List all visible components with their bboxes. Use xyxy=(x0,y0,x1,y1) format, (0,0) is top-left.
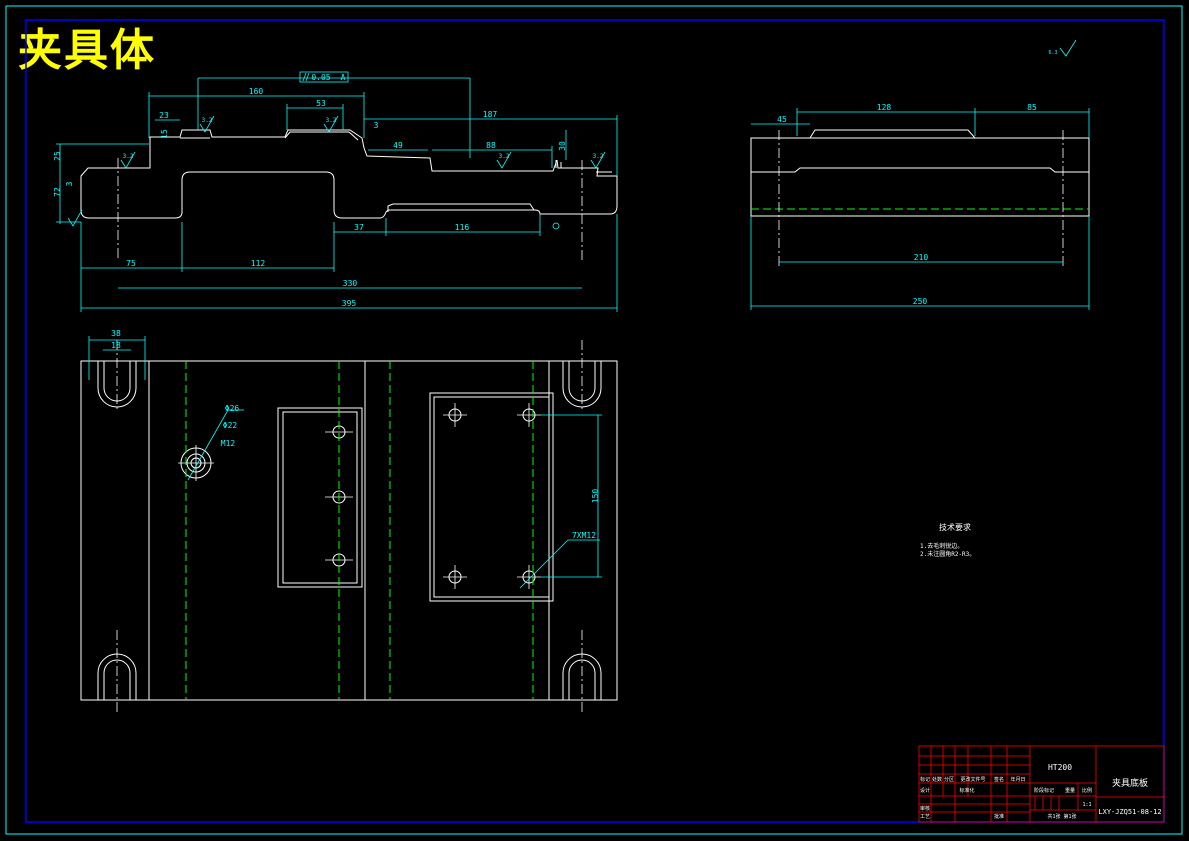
roughness-symbols xyxy=(67,115,606,227)
tb-stage-label-1: 阶段标记 xyxy=(1034,787,1054,794)
dim-85: 85 xyxy=(1027,103,1037,112)
dim-45: 45 xyxy=(777,115,787,124)
tb-left-label-3: 工艺 xyxy=(920,814,930,820)
label-holes: 7XM12 xyxy=(572,531,596,540)
dim-250: 250 xyxy=(913,297,928,306)
side-dim-text: 45 128 85 210 250 xyxy=(777,103,1037,306)
roughness-label-5: 3.2 xyxy=(593,153,604,160)
right-pocket xyxy=(429,392,554,602)
tb-row-label-2: 处数 xyxy=(932,776,942,783)
dim-3b: 3 xyxy=(65,181,74,186)
plan-dimensions xyxy=(88,336,602,589)
tolerance-value: 0.05 xyxy=(311,73,330,82)
side-dimensions xyxy=(750,108,1090,310)
tb-left-label-4: 批准 xyxy=(994,813,1004,820)
side-view-centers xyxy=(778,130,1064,268)
general-roughness xyxy=(1059,39,1077,57)
label-m12: M12 xyxy=(221,439,236,448)
title-block xyxy=(918,745,1165,823)
tb-std: 标准化 xyxy=(959,787,974,794)
outer-border xyxy=(5,5,1183,835)
tb-row-label-6: 年月日 xyxy=(1010,776,1025,783)
tb-material: HT200 xyxy=(1048,763,1072,772)
label-phi22: Φ22 xyxy=(223,421,238,430)
roughness-label-4: 3.2 xyxy=(499,153,510,160)
dim-210: 210 xyxy=(914,253,929,262)
tb-row-label-5: 签名 xyxy=(994,776,1004,783)
roughness-label-1: 3.2 xyxy=(202,117,213,124)
dim-37: 37 xyxy=(354,223,364,232)
front-dimensions xyxy=(56,71,618,312)
general-roughness-value: 6.3 xyxy=(1048,50,1057,56)
front-groove xyxy=(387,203,535,212)
tb-row-label-1: 标记 xyxy=(920,776,930,783)
roughness-label-2: 3.2 xyxy=(326,117,337,124)
notes-heading: 技术要求 xyxy=(939,522,971,532)
front-view xyxy=(80,129,618,219)
dim-49: 49 xyxy=(393,141,403,150)
dim-150: 150 xyxy=(591,489,600,504)
dim-23: 23 xyxy=(159,111,169,120)
dim-38: 38 xyxy=(111,329,121,338)
plan-crosshairs xyxy=(116,340,583,712)
front-slot-left xyxy=(180,131,359,141)
front-view-outline xyxy=(80,129,618,219)
plan-dim-text: 38 18 150 Φ26 Φ22 M12 7XM12 xyxy=(111,329,600,540)
dim-187: 187 xyxy=(483,110,498,119)
dim-3a: 3 xyxy=(374,121,379,130)
dim-128: 128 xyxy=(877,103,892,112)
front-dim-text: 160 53 187 23 15 3 49 88 30 3 72 25 37 1… xyxy=(53,73,604,308)
plan-view xyxy=(80,360,618,701)
tb-row-label-3: 分区 xyxy=(944,776,954,783)
title-block-text: HT200 夹具底板 LXY-JZQ51-08-12 1:1 标记 处数 分区 … xyxy=(920,763,1162,820)
drawing-title: 夹具体 xyxy=(18,25,156,76)
left-pocket xyxy=(277,407,363,588)
front-step-right xyxy=(555,160,612,173)
dim-160: 160 xyxy=(249,87,264,96)
tb-row-label-4: 更改文件号 xyxy=(960,776,985,783)
tolerance-ref: A xyxy=(341,73,346,82)
dim-116: 116 xyxy=(455,223,470,232)
tolerance-symbol xyxy=(302,72,560,230)
dim-72: 72 xyxy=(53,187,62,197)
dim-53: 53 xyxy=(316,99,326,108)
plan-outline xyxy=(80,360,618,701)
dim-25: 25 xyxy=(53,151,62,161)
dim-395: 395 xyxy=(342,299,357,308)
dim-88: 88 xyxy=(486,141,496,150)
front-centerlines xyxy=(117,158,583,262)
dim-30: 30 xyxy=(558,141,567,151)
tb-stage-label-3: 比例 xyxy=(1082,787,1092,794)
inner-border xyxy=(25,19,1165,823)
dim-18: 18 xyxy=(111,341,121,350)
tb-sheet-info: 共1张 第1张 xyxy=(1047,813,1076,820)
dim-330: 330 xyxy=(343,279,358,288)
plan-green-centerlines xyxy=(185,361,534,700)
side-view xyxy=(750,129,1090,217)
tb-left-label-2: 审核 xyxy=(920,805,930,812)
dim-75: 75 xyxy=(126,259,136,268)
note-2: 2.未注圆角R2-R3。 xyxy=(920,550,975,558)
roughness-label-3: 3.2 xyxy=(123,153,134,160)
tb-left-label-1: 设计 xyxy=(920,787,930,794)
tb-part-name: 夹具底板 xyxy=(1112,777,1148,789)
tb-stage-label-2: 重量 xyxy=(1065,787,1075,794)
dim-15: 15 xyxy=(160,129,169,139)
tb-drawing-no: LXY-JZQ51-08-12 xyxy=(1098,808,1161,816)
dim-112: 112 xyxy=(251,259,266,268)
note-1: 1.去毛刺锐边。 xyxy=(920,542,963,550)
tb-scale: 1:1 xyxy=(1082,802,1091,808)
label-phi26: Φ26 xyxy=(225,404,240,413)
